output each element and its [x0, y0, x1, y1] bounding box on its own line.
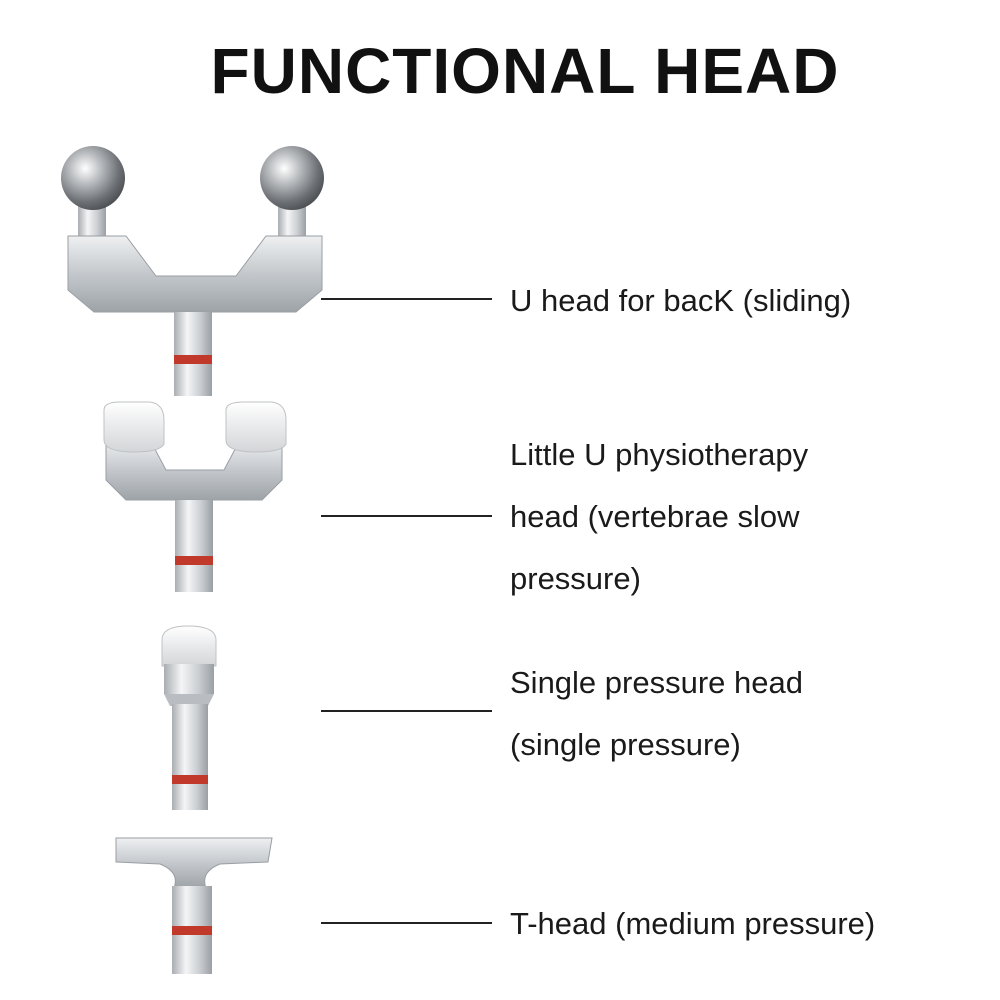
single-pressure-head-image — [161, 625, 217, 810]
label-line: Little U physiotherapy — [510, 437, 809, 472]
t-head-label: T-head (medium pressure) — [510, 893, 875, 955]
u-head-label: U head for bacK (sliding) — [510, 270, 851, 332]
leader-line — [321, 710, 492, 712]
u-head-image — [61, 146, 324, 396]
little-u-head-label: Little U physiotherapy head (vertebrae s… — [510, 424, 808, 610]
label-line: (single pressure) — [510, 727, 741, 762]
little-u-head-image — [103, 401, 287, 592]
leader-line — [321, 298, 492, 300]
t-head-image — [115, 837, 273, 974]
single-pressure-head-label: Single pressure head (single pressure) — [510, 652, 803, 776]
leader-line — [321, 515, 492, 517]
label-line: head (vertebrae slow — [510, 499, 800, 534]
label-line: Single pressure head — [510, 665, 803, 700]
leader-line — [321, 922, 492, 924]
label-line: pressure) — [510, 561, 641, 596]
label-line: T-head (medium pressure) — [510, 906, 876, 941]
page-title: FUNCTIONAL HEAD — [210, 35, 840, 107]
label-line: U head for bacK (sliding) — [510, 283, 852, 318]
